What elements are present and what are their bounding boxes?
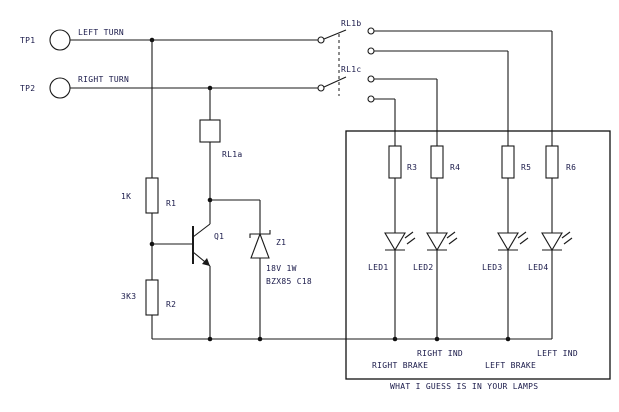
q1-label: Q1 (214, 232, 224, 241)
left-brake-label: LEFT BRAKE (485, 361, 536, 370)
rl1a-coil (199, 119, 221, 143)
q1-transistor (192, 223, 211, 267)
r3-resistor (388, 145, 402, 179)
lamps-caption: WHAT I GUESS IS IN YOUR LAMPS (390, 382, 538, 391)
left-turn-label: LEFT TURN (78, 28, 124, 37)
lamp-channel-4 (541, 145, 573, 339)
lamps-box (345, 130, 611, 380)
tp1-terminal (49, 29, 71, 51)
junction-dot (207, 336, 213, 342)
z1-rating-label: 18V 1W (266, 264, 297, 273)
led2-label: LED2 (413, 263, 433, 272)
r6-resistor (545, 145, 559, 179)
r3-label: R3 (407, 163, 417, 172)
led1-diode (384, 232, 406, 252)
z1-zener-diode (249, 230, 271, 259)
z1-part-label: BZX85 C18 (266, 277, 312, 286)
r5-resistor (501, 145, 515, 179)
junction-dot (257, 336, 263, 342)
lamp-channel-3 (497, 145, 529, 339)
led2-diode (426, 232, 448, 252)
lamp-channel-1 (384, 145, 416, 339)
rl1c-contact (317, 75, 437, 103)
led1-label: LED1 (368, 263, 388, 272)
tp2-label: TP2 (20, 84, 35, 93)
right-ind-label: RIGHT IND (417, 349, 463, 358)
rl1c-label: RL1c (341, 65, 361, 74)
rl1a-label: RL1a (222, 150, 242, 159)
r5-label: R5 (521, 163, 531, 172)
r2-resistor (145, 279, 159, 316)
r4-label: R4 (450, 163, 460, 172)
r2-value-label: 3K3 (121, 292, 136, 301)
tp1-label: TP1 (20, 36, 35, 45)
right-brake-label: RIGHT BRAKE (372, 361, 428, 370)
led3-diode (497, 232, 519, 252)
led4-label: LED4 (528, 263, 548, 272)
tp2-terminal (49, 77, 71, 99)
r2-label: R2 (166, 300, 176, 309)
lamp-channel-2 (426, 145, 458, 339)
r6-label: R6 (566, 163, 576, 172)
r1-value-label: 1K (121, 192, 131, 201)
rl1b-contact (317, 27, 552, 55)
r4-resistor (430, 145, 444, 179)
rl1b-label: RL1b (341, 19, 361, 28)
led3-label: LED3 (482, 263, 502, 272)
right-turn-label: RIGHT TURN (78, 75, 129, 84)
left-ind-label: LEFT IND (537, 349, 578, 358)
led4-diode (541, 232, 563, 252)
r1-label: R1 (166, 199, 176, 208)
z1-label: Z1 (276, 238, 286, 247)
r1-resistor (145, 177, 159, 214)
